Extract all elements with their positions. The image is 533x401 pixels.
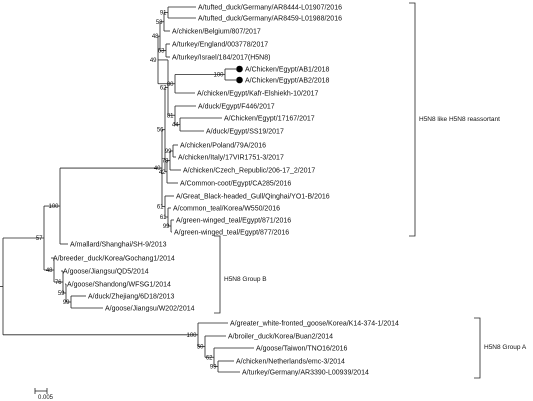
bootstrap-value-n9: 49 (150, 58, 157, 64)
group-brackets (214, 2, 481, 379)
bootstrap-value-n30: 57 (36, 236, 43, 242)
bootstrap-value-n16: 42 (159, 170, 166, 176)
sample-marker-t7 (236, 76, 243, 84)
bootstrap-value-n20: 61 (157, 205, 164, 211)
bootstrap-value-n27: 59 (58, 291, 65, 297)
taxon-label: A/chicken/Poland/79A/2016 (180, 142, 266, 149)
bootstrap-value-n36: 100 (186, 333, 197, 339)
bootstrap-value-n4: 63 (158, 49, 165, 55)
bootstrap-value-n33: 99 (210, 365, 217, 371)
bootstrap-value-n2: 91 (160, 11, 167, 17)
bootstrap-value-n3: 58 (156, 20, 163, 26)
bootstrap-value-n10: 81 (167, 113, 174, 119)
taxon-label: A/goose/Jiangsu/W202/2014 (105, 305, 195, 312)
bootstrap-value-n29: 48 (46, 268, 53, 274)
taxon-label: A/duck/Egypt/SS19/2017 (206, 128, 284, 135)
scale-bar-label: 0.005 (38, 395, 54, 401)
taxon-label: A/duck/Zhejiang/6D18/2013 (88, 293, 174, 300)
scale-bar: 0.005 (34, 388, 54, 401)
taxon-label: A/Chicken/Egypt/AB1/2018 (245, 66, 330, 73)
bootstrap-value-n28: 76 (55, 280, 62, 286)
taxon-label: A/Great_Black-headed_Gull/Qinghai/YO1-B/… (176, 193, 330, 200)
taxon-label: A/chicken/Italy/17VIR1751-3/2017 (178, 154, 284, 161)
bootstrap-value-n7: 80 (167, 82, 174, 88)
bootstrap-value-n19: 61 (160, 215, 167, 221)
bootstrap-value-n8: 100 (213, 73, 224, 79)
taxon-label: A/broiler_duck/Korea/Buan2/2014 (228, 333, 333, 340)
taxon-label: A/Common-coot/Egypt/CA285/2016 (180, 180, 291, 187)
tree-branches (0, 6, 254, 373)
taxon-label: A/turkey/England/003778/2017 (172, 41, 268, 48)
taxon-label: A/chicken/Egypt/Kafr-Elshiekh-10/2017 (197, 90, 319, 97)
taxon-label: A/tufted_duck/Germany/AR8444-L01907/2016 (198, 4, 342, 11)
taxon-label: A/goose/Jiangsu/QD5/2014 (63, 268, 149, 275)
group-label-g1: H5N8 like H5N8 reassortant (419, 116, 500, 123)
sample-markers (236, 65, 243, 84)
bootstrap-value-n14: 99 (165, 149, 172, 155)
taxon-label: A/Chicken/Egypt/AB2/2018 (245, 77, 330, 84)
bootstrap-value-n22: 100 (48, 204, 59, 210)
group-label-g3: H5N8 Group A (484, 344, 527, 351)
taxon-label: A/goose/Shandong/WFSG1/2014 (67, 281, 171, 288)
taxon-label: A/breeder_duck/Korea/Gochang1/2014 (53, 255, 175, 262)
taxon-label: A/mallard/Shanghai/SH-9/2013 (70, 241, 167, 248)
taxon-label: A/goose/Taiwon/TNO16/2016 (256, 345, 348, 352)
taxon-label: A/common_teal/Korea/W550/2016 (173, 205, 280, 212)
taxon-label: A/chicken/Belgium/807/2017 (172, 28, 261, 35)
bootstrap-value-n13: 56 (157, 128, 164, 134)
taxon-label: A/green-winged_teal/Egypt/871/2016 (176, 217, 291, 224)
taxon-label: A/chicken/Czech_Republic/206-17_2/2017 (183, 167, 315, 174)
bootstrap-value-n18: 99 (163, 224, 170, 230)
bootstrap-value-n5: 48 (152, 34, 159, 40)
taxon-label: A/tufted_duck/Germany/AR8459-L01988/2016 (198, 15, 342, 22)
group-bracket-g2 (214, 235, 221, 314)
bootstrap-value-n17: 40 (154, 166, 161, 172)
bootstrap-value-n26: 99 (63, 300, 70, 306)
bootstrap-value-n34: 62 (206, 355, 213, 361)
group-bracket-g1 (409, 2, 416, 237)
bootstrap-value-n35: 50 (197, 345, 204, 351)
sample-marker-t6 (236, 65, 243, 73)
bootstrap-value-n11: 44 (172, 123, 179, 129)
taxon-label: A/turkey/Germany/AR3390-L00939/2014 (242, 369, 369, 376)
bootstrap-value-n12: 62 (160, 86, 167, 92)
bootstrap-value-n15: 78 (162, 159, 169, 165)
taxon-label: A/greater_white-fronted_goose/Korea/K14-… (230, 320, 399, 327)
taxon-label: A/duck/Egypt/F446/2017 (198, 103, 275, 110)
taxon-labels: A/tufted_duck/Germany/AR8444-L01907/2016… (53, 4, 399, 376)
taxon-label: A/turkey/Israel/184/2017(H5N8) (172, 54, 270, 61)
taxon-label: A/green-winged_teal/Egypt/877/2016 (174, 229, 289, 236)
taxon-label: A/Chicken/Egypt/17167/2017 (224, 115, 315, 122)
group-bracket-g3 (474, 317, 481, 379)
taxon-label: A/chicken/Netherlands/emc-3/2014 (236, 358, 345, 365)
group-label-g2: H5N8 Group B (224, 276, 267, 283)
